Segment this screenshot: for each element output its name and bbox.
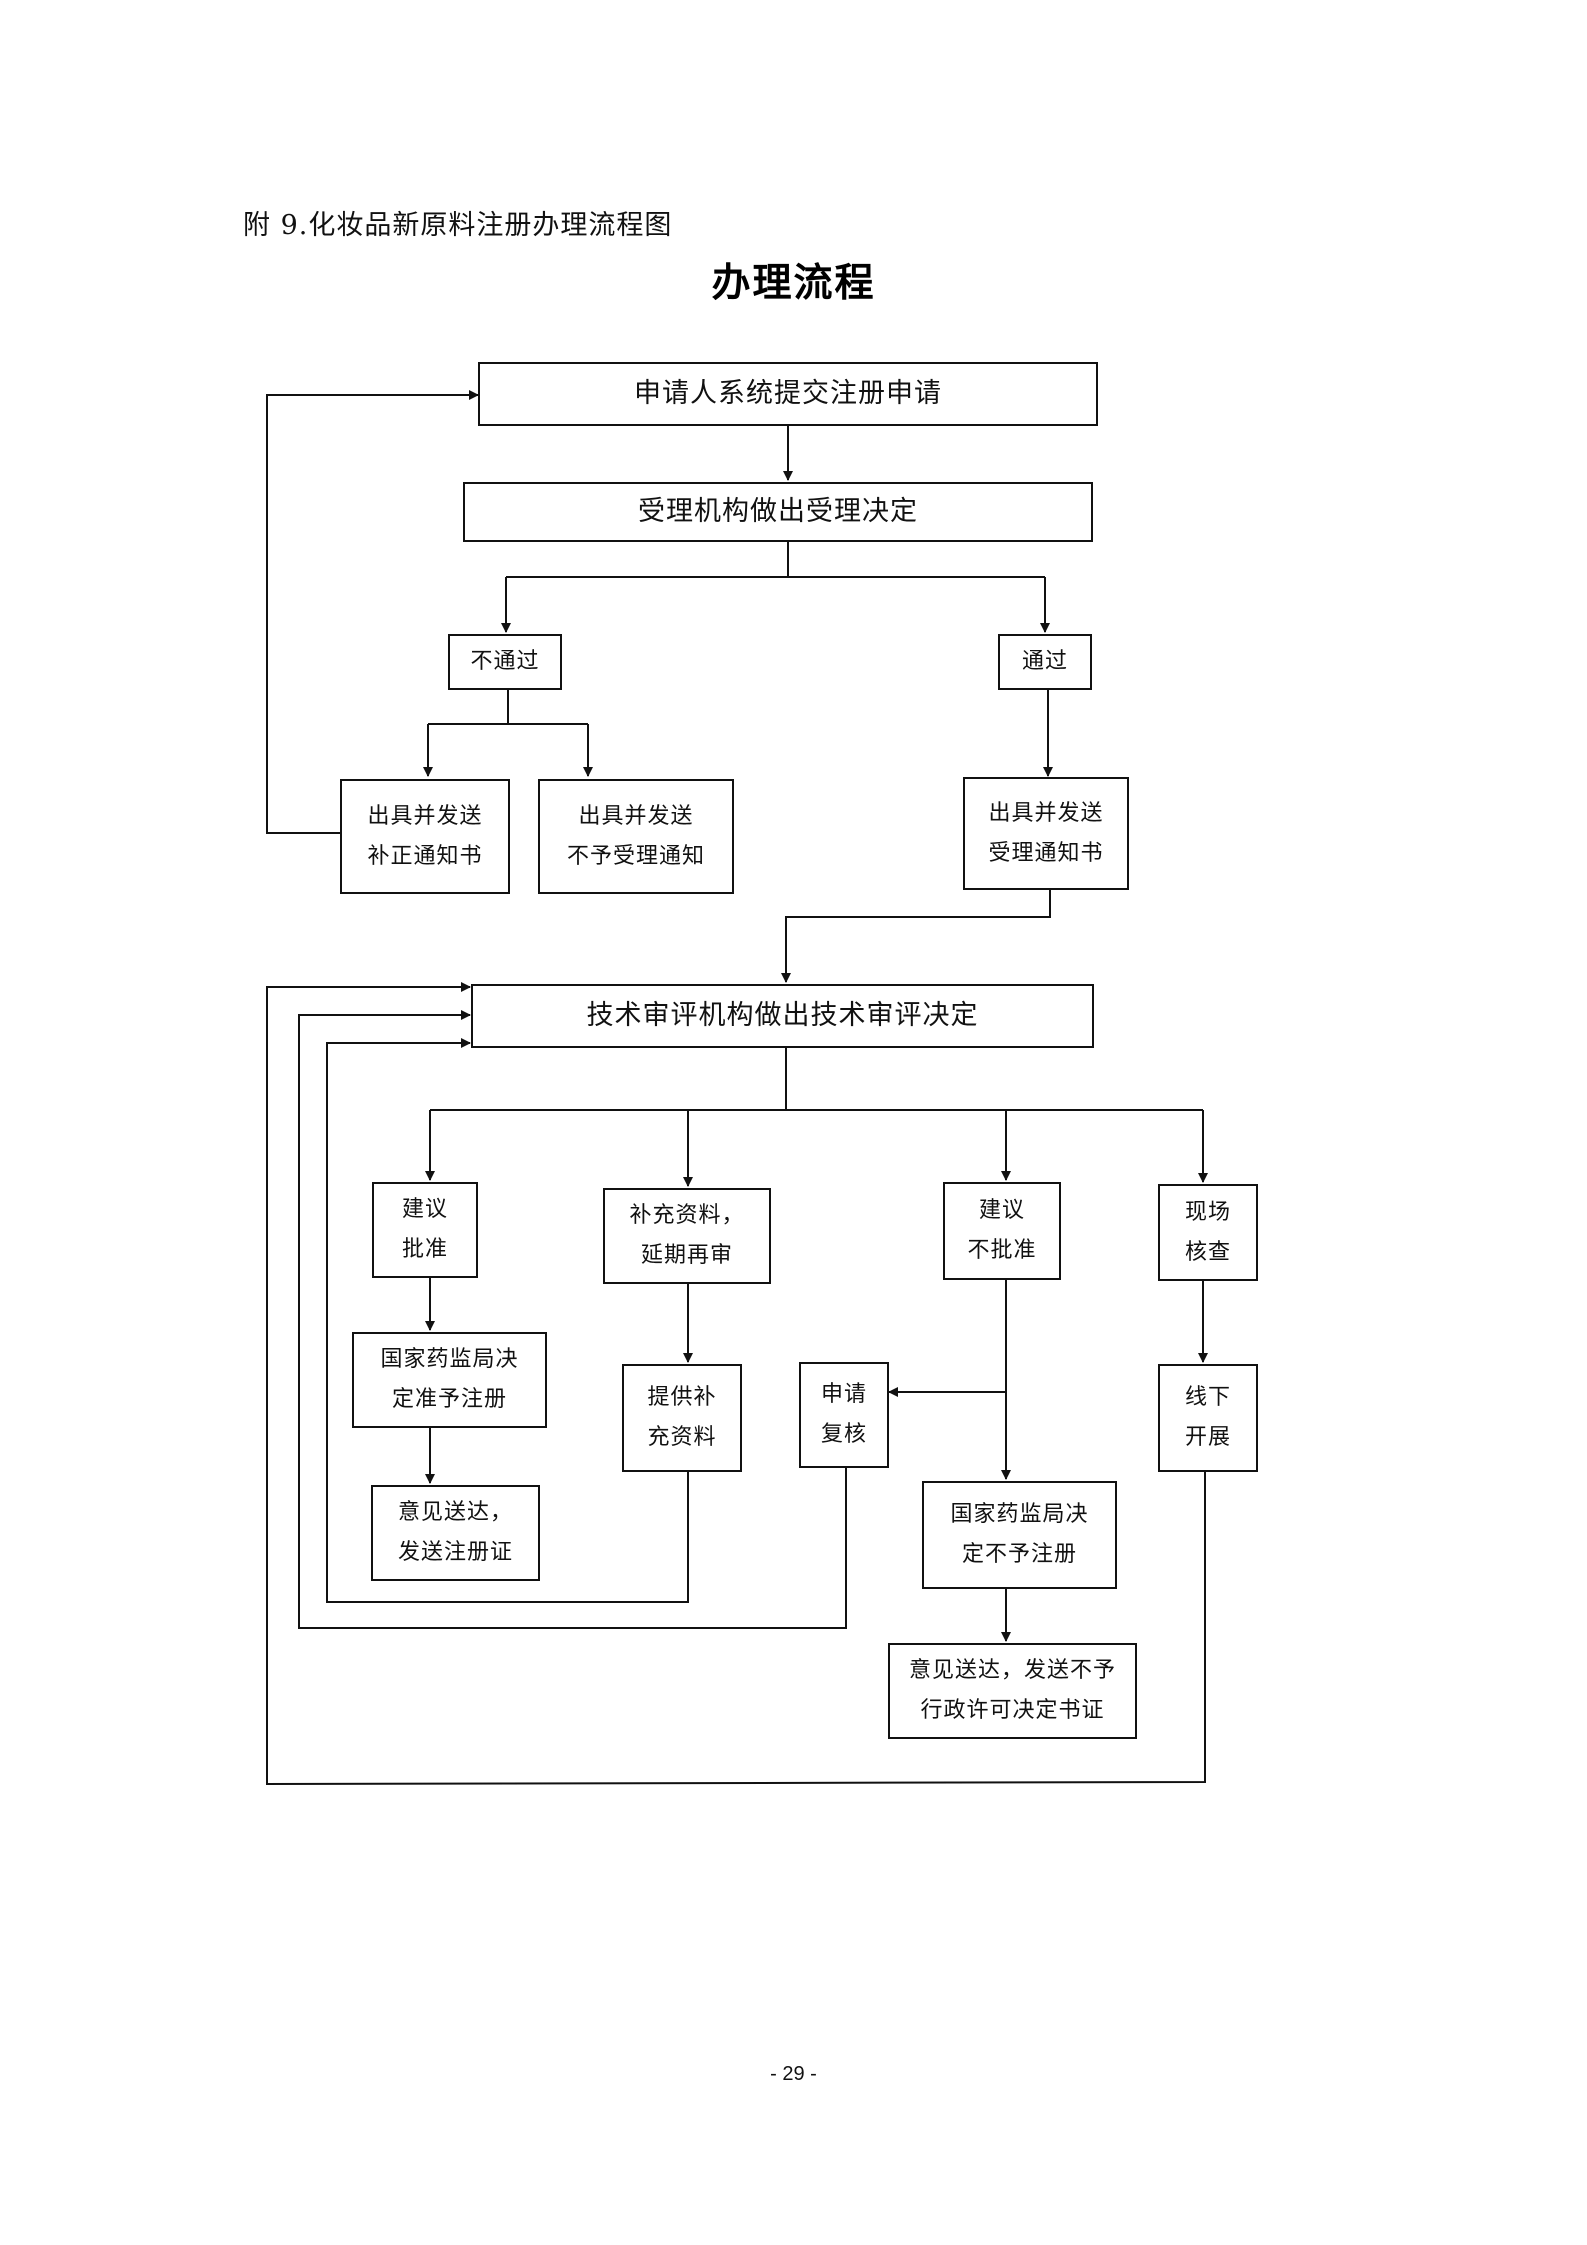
node-pass: 通过	[998, 634, 1092, 690]
node-suggest-reject: 建议 不批准	[943, 1182, 1061, 1280]
node-technical-review: 技术审评机构做出技术审评决定	[471, 984, 1094, 1048]
node-deliver-certificate: 意见送达， 发送注册证	[371, 1485, 540, 1581]
page-number: - 29 -	[770, 2063, 817, 2085]
node-offline-proceed: 线下 开展	[1158, 1364, 1258, 1472]
node-label: 意见送达， 发送注册证	[397, 1500, 513, 1565]
node-correction-notice: 出具并发送 补正通知书	[340, 779, 510, 894]
node-deliver-rejection-decision: 意见送达，发送不予 行政许可决定书证	[888, 1643, 1137, 1739]
edge-recheck-loop	[298, 1010, 847, 1629]
node-submit-application: 申请人系统提交注册申请	[478, 362, 1098, 426]
node-acceptance-decision: 受理机构做出受理决定	[463, 482, 1093, 542]
node-label: 出具并发送 补正通知书	[367, 803, 483, 869]
node-label: 建议 不批准	[967, 1198, 1037, 1263]
node-supplement-extend: 补充资料， 延期再审	[603, 1188, 771, 1284]
node-nmpa-approve: 国家药监局决 定准予注册	[352, 1332, 547, 1428]
node-label: 不通过	[470, 649, 540, 675]
edge-offline-loop	[266, 982, 1206, 1786]
node-acceptance-notice: 出具并发送 受理通知书	[963, 777, 1129, 890]
node-label: 建议 批准	[401, 1197, 448, 1262]
node-label: 国家药监局决 定不予注册	[950, 1502, 1089, 1567]
node-label: 出具并发送 受理通知书	[988, 800, 1104, 866]
node-apply-recheck: 申请 复核	[799, 1362, 889, 1468]
node-label: 技术审评机构做出技术审评决定	[586, 999, 979, 1031]
node-label: 通过	[1021, 649, 1068, 675]
edge-provide-loop	[326, 1038, 689, 1603]
edge-correction-loop	[266, 390, 479, 834]
edge-acceptance-to-review	[781, 888, 1051, 983]
node-not-pass: 不通过	[448, 634, 562, 690]
node-label: 补充资料， 延期再审	[629, 1203, 745, 1268]
figure-caption: 附 9.化妆品新原料注册办理流程图	[243, 210, 673, 241]
node-label: 提供补 充资料	[647, 1385, 717, 1450]
node-label: 受理机构做出受理决定	[638, 495, 918, 527]
node-label: 意见送达，发送不予 行政许可决定书证	[908, 1658, 1116, 1723]
node-label: 申请人系统提交注册申请	[634, 377, 942, 409]
node-onsite-check: 现场 核查	[1158, 1184, 1258, 1281]
node-provide-supplement: 提供补 充资料	[622, 1364, 742, 1472]
node-label: 线下 开展	[1184, 1385, 1231, 1450]
page-title: 办理流程	[711, 260, 876, 306]
node-nmpa-reject: 国家药监局决 定不予注册	[922, 1481, 1117, 1589]
node-label: 出具并发送 不予受理通知	[566, 803, 705, 869]
node-suggest-approve: 建议 批准	[372, 1182, 478, 1278]
node-label: 国家药监局决 定准予注册	[380, 1347, 519, 1412]
node-label: 现场 核查	[1184, 1199, 1231, 1265]
node-label: 申请 复核	[820, 1382, 867, 1447]
node-rejection-notice: 出具并发送 不予受理通知	[538, 779, 734, 894]
